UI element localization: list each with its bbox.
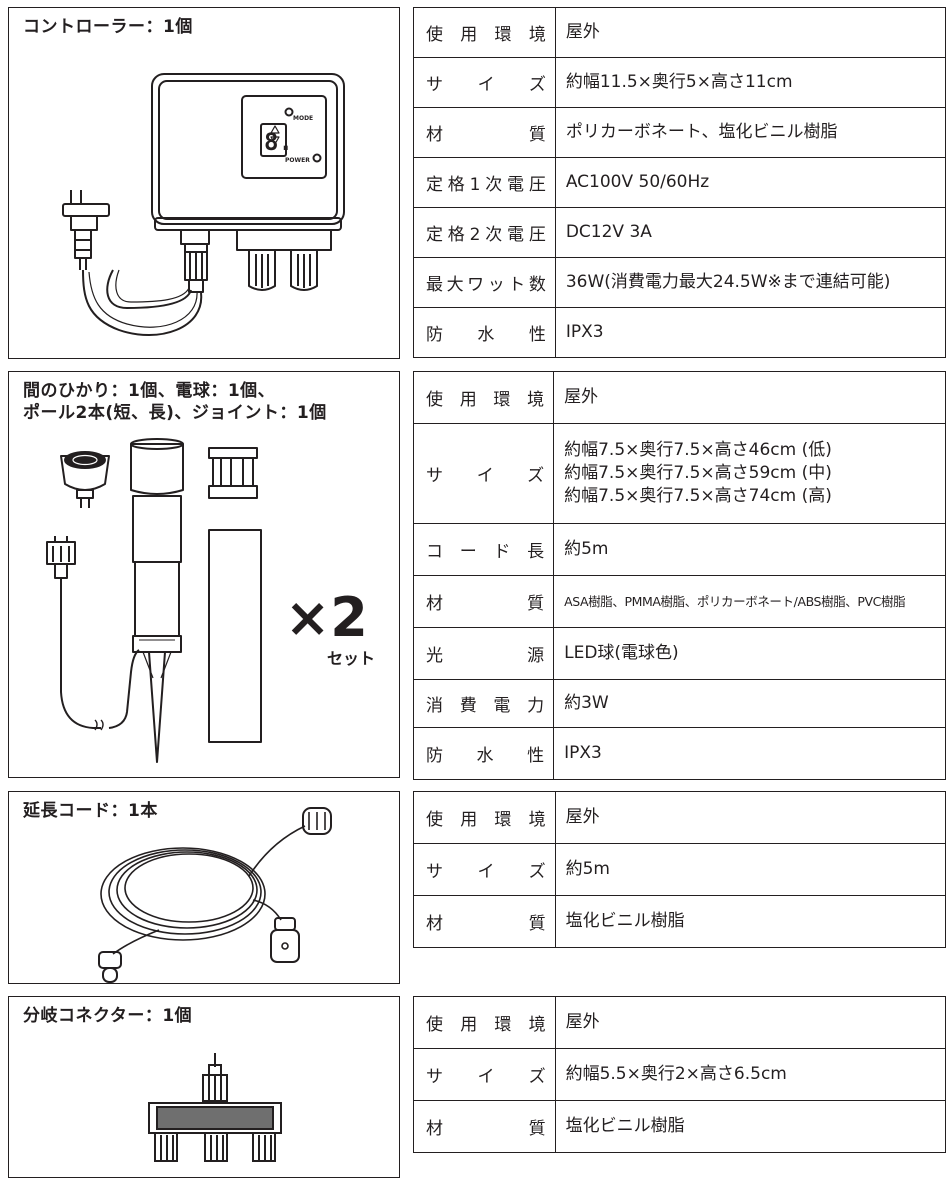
digit-display: 8. <box>264 128 293 156</box>
light-set-panel: 間のひかり：1個、電球：1個、 ポール2本(短、長)、ジョイント：1個 <box>8 371 400 778</box>
splitter-spec-table: 使用環境屋外 サイズ約幅5.5×奥行2×高さ6.5cm 材質塩化ビニル樹脂 <box>413 996 946 1153</box>
table-row: 消費電力約3W <box>412 679 946 728</box>
controller-spec-table: 使用環境屋外 サイズ約幅11.5×奥行5×高さ11cm 材質ポリカーボネート、塩… <box>413 7 946 358</box>
set-unit: セット <box>327 649 375 668</box>
table-row: 材質ポリカーボネート、塩化ビニル樹脂 <box>413 107 946 158</box>
splitter-title: 分岐コネクター：1個 <box>23 1006 193 1026</box>
extension-cord-title: 延長コード：1本 <box>23 801 158 821</box>
table-row: 使用環境屋外 <box>413 791 946 844</box>
table-row: サイズ約幅5.5×奥行2×高さ6.5cm <box>413 1048 946 1101</box>
table-row: 材質塩化ビニル樹脂 <box>413 1100 946 1153</box>
light-set-illustration: ×2 セット <box>46 438 375 763</box>
controller-illustration: MODE POWER 8. <box>62 73 345 337</box>
extension-cord-panel: 延長コード：1本 <box>8 791 400 984</box>
extension-cord-spec-table: 使用環境屋外 サイズ約5m 材質塩化ビニル樹脂 <box>413 791 946 948</box>
table-row: コード長約5m <box>412 523 946 576</box>
splitter-panel: 分岐コネクター：1個 <box>8 996 400 1178</box>
extension-cord-illustration <box>98 807 332 983</box>
mode-label: MODE <box>293 115 313 122</box>
table-row: 材質塩化ビニル樹脂 <box>413 895 946 948</box>
controller-panel: コントローラー：1個 <box>8 7 400 359</box>
table-row: サイズ約幅11.5×奥行5×高さ11cm <box>413 57 946 108</box>
table-row: 使用環境屋外 <box>413 7 946 58</box>
power-label: POWER <box>285 157 310 164</box>
table-row: 使用環境屋外 <box>413 996 946 1049</box>
splitter-illustration <box>148 1053 282 1162</box>
table-row: 使用環境屋外 <box>412 371 946 424</box>
table-row: サイズ約幅7.5×奥行7.5×高さ46cm (低) 約幅7.5×奥行7.5×高さ… <box>412 423 946 524</box>
controller-title: コントローラー：1個 <box>23 17 193 37</box>
light-set-title: 間のひかり：1個、電球：1個、 ポール2本(短、長)、ジョイント：1個 <box>23 381 327 423</box>
set-multiplier: ×2 <box>285 586 368 649</box>
light-set-spec-table: 使用環境屋外 サイズ約幅7.5×奥行7.5×高さ46cm (低) 約幅7.5×奥… <box>412 371 946 780</box>
table-row: サイズ約5m <box>413 843 946 896</box>
